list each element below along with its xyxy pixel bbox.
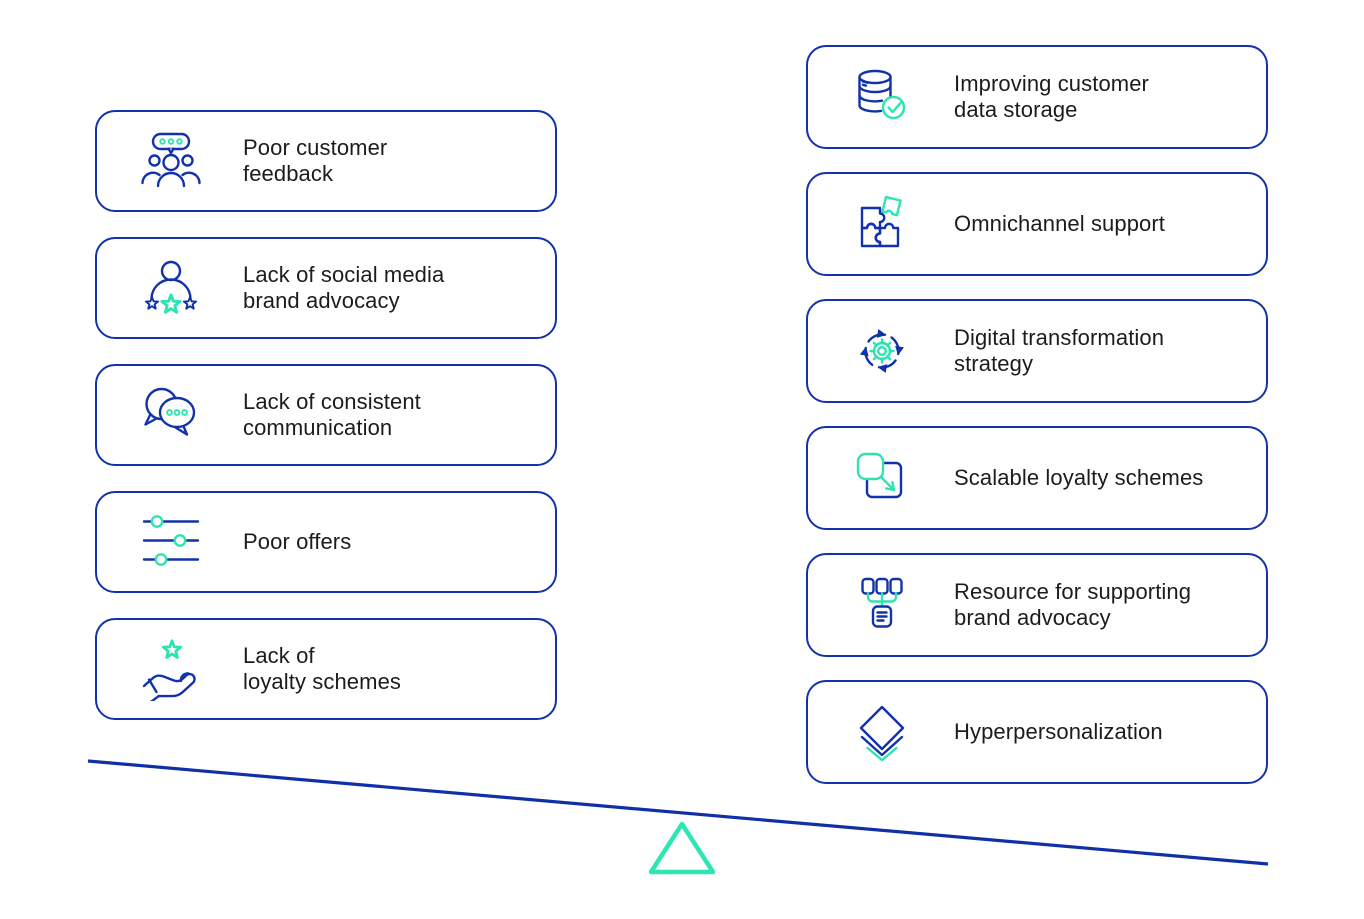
card-label: Omnichannel support — [954, 210, 1166, 236]
card-label: Hyperpersonalization — [954, 718, 1163, 744]
stacked-layers-icon — [859, 705, 905, 762]
triangle-fulcrum-icon — [648, 821, 716, 875]
card-label: Digital transformation strategy — [954, 324, 1165, 377]
card-label: Resource for supporting brand advocacy — [954, 578, 1192, 631]
puzzle-pieces-icon — [860, 195, 902, 248]
card-label: Lack of social media brand advocacy — [243, 261, 445, 314]
card-label: Scalable loyalty schemes — [954, 464, 1204, 490]
card-label: Lack of consistent communication — [243, 388, 421, 441]
card-improving-customer-data-storage: Improving customer data storage — [806, 45, 1268, 149]
card-poor-offers: Poor offers — [95, 491, 557, 593]
card-hyperpersonalization: Hyperpersonalization — [806, 680, 1268, 784]
card-label: Poor customer feedback — [243, 134, 388, 187]
sliders-icon — [142, 515, 200, 566]
card-scalable-loyalty-schemes: Scalable loyalty schemes — [806, 426, 1268, 530]
card-resource-supporting-brand-advocacy: Resource for supporting brand advocacy — [806, 553, 1268, 657]
card-lack-loyalty-schemes: Lack of loyalty schemes — [95, 618, 557, 720]
chat-bubbles-icon — [144, 387, 196, 436]
database-check-icon — [858, 69, 906, 120]
card-label: Lack of loyalty schemes — [243, 642, 402, 695]
hand-holding-star-icon — [142, 639, 196, 701]
card-label: Poor offers — [243, 528, 352, 554]
scale-expand-icon — [856, 452, 903, 499]
gear-cycle-arrows-icon — [859, 329, 904, 373]
right-column: Improving customer data storage Omnichan… — [806, 45, 1268, 807]
left-column: Poor customer feedback Lack of social me… — [95, 110, 557, 745]
customer-feedback-icon — [141, 132, 201, 188]
org-chart-document-icon — [861, 577, 903, 628]
card-poor-customer-feedback: Poor customer feedback — [95, 110, 557, 212]
card-lack-consistent-communication: Lack of consistent communication — [95, 364, 557, 466]
card-label: Improving customer data storage — [954, 70, 1149, 123]
card-digital-transformation-strategy: Digital transformation strategy — [806, 299, 1268, 403]
card-omnichannel-support: Omnichannel support — [806, 172, 1268, 276]
brand-advocacy-stars-icon — [144, 260, 198, 314]
card-lack-social-media-brand-advocacy: Lack of social media brand advocacy — [95, 237, 557, 339]
